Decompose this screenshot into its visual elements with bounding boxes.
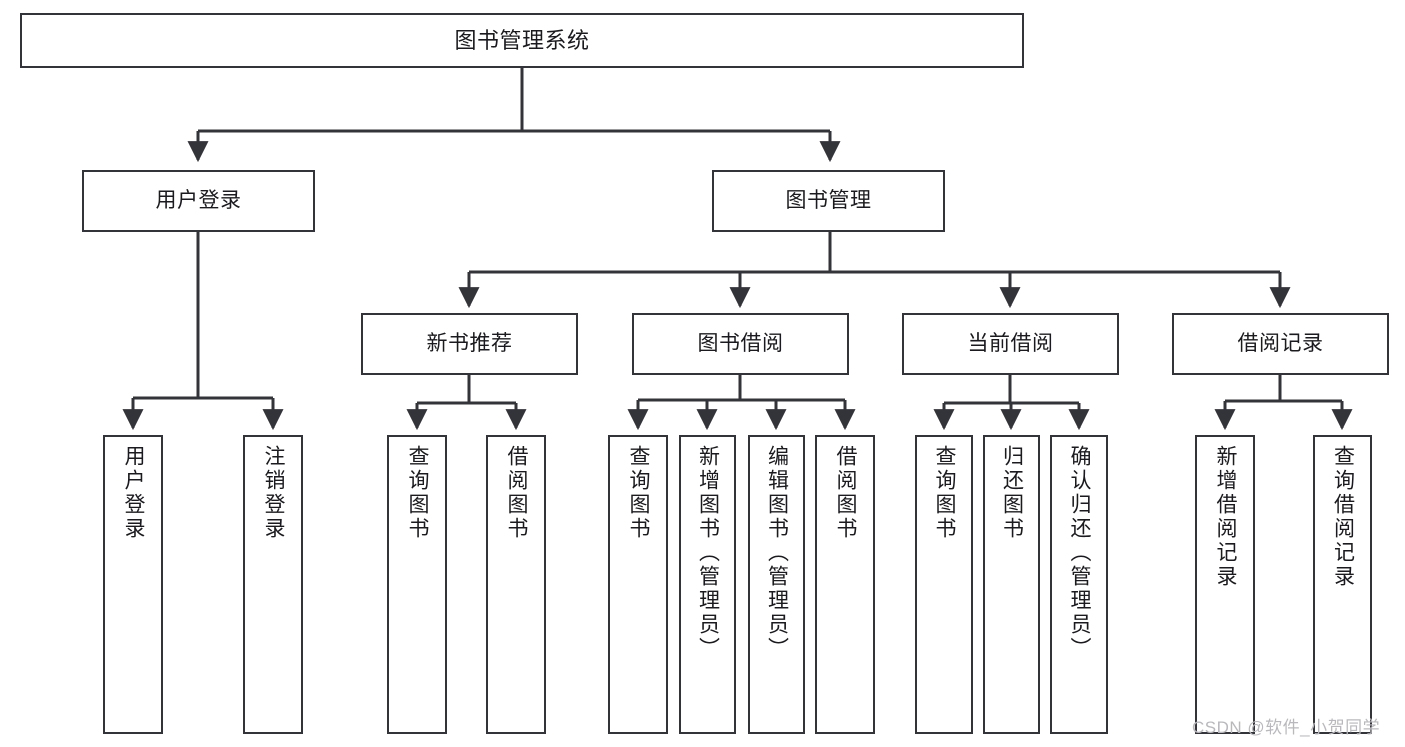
node-current-borrow[interactable]: 当前借阅 xyxy=(902,313,1119,375)
leaf-record-query-record[interactable]: 查询借阅记录 xyxy=(1313,435,1372,734)
node-label: 图书管理系统 xyxy=(454,27,590,53)
node-label: 查询图书 xyxy=(627,445,651,541)
leaf-current-return-book[interactable]: 归还图书 xyxy=(983,435,1040,734)
leaf-borrow-edit-book-admin[interactable]: 编辑图书（管理员） xyxy=(748,435,805,734)
leaf-user-login-login[interactable]: 用户登录 xyxy=(103,435,163,734)
leaf-current-confirm-return-admin[interactable]: 确认归还（管理员） xyxy=(1050,435,1108,734)
node-label: 编辑图书（管理员） xyxy=(765,445,789,661)
node-label: 图书借阅 xyxy=(697,331,784,355)
csdn-watermark: CSDN @软件_小贺同学 xyxy=(1192,718,1381,737)
node-label: 用户登录 xyxy=(155,188,242,212)
node-label: 当前借阅 xyxy=(967,331,1054,355)
node-label: 图书管理 xyxy=(785,188,872,212)
node-label: 用户登录 xyxy=(122,445,146,541)
leaf-recommend-borrow-book[interactable]: 借阅图书 xyxy=(486,435,546,734)
node-label: 查询图书 xyxy=(406,445,430,541)
leaf-recommend-query-book[interactable]: 查询图书 xyxy=(387,435,447,734)
node-label: 归还图书 xyxy=(1000,445,1024,541)
node-label: 注销登录 xyxy=(262,445,286,541)
node-label: 确认归还（管理员） xyxy=(1068,445,1092,661)
leaf-borrow-query-book[interactable]: 查询图书 xyxy=(608,435,668,734)
node-new-book-recommend[interactable]: 新书推荐 xyxy=(361,313,578,375)
node-user-login[interactable]: 用户登录 xyxy=(82,170,315,232)
node-book-management[interactable]: 图书管理 xyxy=(712,170,945,232)
node-label: 查询借阅记录 xyxy=(1331,445,1355,589)
node-borrow-record[interactable]: 借阅记录 xyxy=(1172,313,1389,375)
leaf-current-query-book[interactable]: 查询图书 xyxy=(915,435,973,734)
node-label: 借阅图书 xyxy=(505,445,529,541)
node-label: 借阅图书 xyxy=(834,445,858,541)
node-label: 借阅记录 xyxy=(1237,331,1324,355)
node-label: 新增图书（管理员） xyxy=(696,445,720,661)
leaf-user-login-logout[interactable]: 注销登录 xyxy=(243,435,303,734)
node-label: 查询图书 xyxy=(933,445,957,541)
node-label: 新增借阅记录 xyxy=(1214,445,1238,589)
node-root-system[interactable]: 图书管理系统 xyxy=(20,13,1024,68)
node-book-borrow[interactable]: 图书借阅 xyxy=(632,313,849,375)
leaf-borrow-add-book-admin[interactable]: 新增图书（管理员） xyxy=(679,435,736,734)
leaf-record-add-record[interactable]: 新增借阅记录 xyxy=(1195,435,1255,734)
leaf-borrow-borrow-book[interactable]: 借阅图书 xyxy=(815,435,875,734)
node-label: 新书推荐 xyxy=(426,331,513,355)
